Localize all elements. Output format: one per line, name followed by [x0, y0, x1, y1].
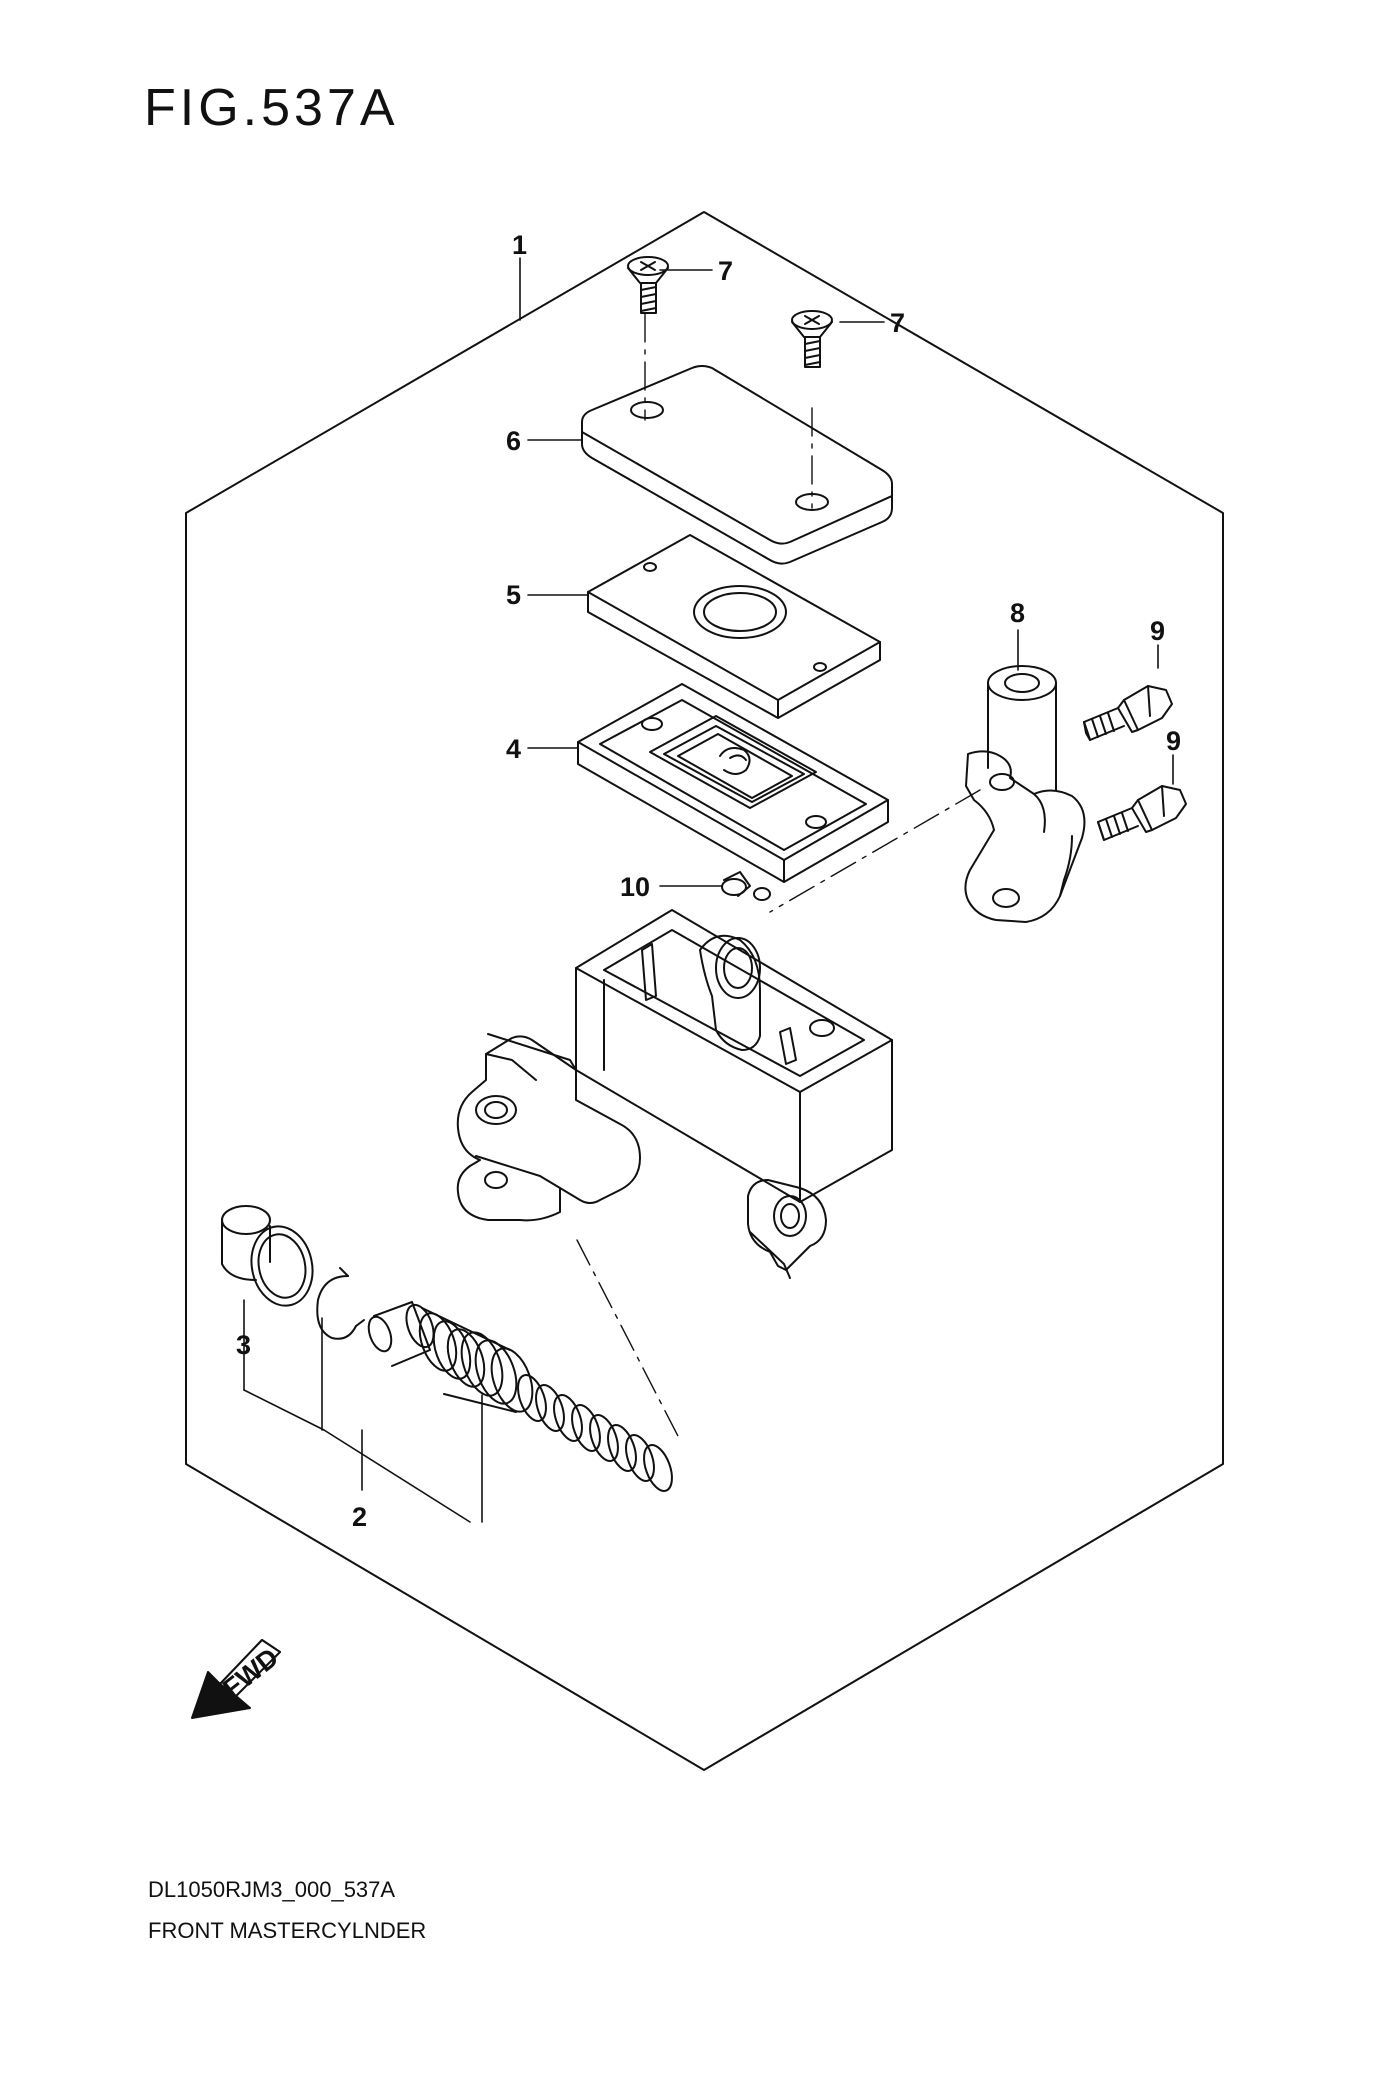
callout-5: 5 — [506, 580, 521, 610]
screw-part-7-right — [791, 310, 833, 368]
callout-1: 1 — [512, 230, 527, 260]
bolt-part-9-lower — [1097, 785, 1187, 841]
screw-part-7-left — [627, 256, 669, 314]
callout-3: 3 — [236, 1330, 251, 1360]
callout-8: 8 — [1010, 598, 1025, 628]
piston-kit-part-2 — [316, 1267, 673, 1492]
callout-6: 6 — [506, 426, 521, 456]
clip-part-10 — [721, 871, 771, 901]
footer-diagram-name: FRONT MASTERCYLNDER — [148, 1918, 427, 1943]
figure-title: FIG.537A — [144, 79, 399, 137]
leader-lines — [243, 257, 1174, 1523]
boot-part-3 — [221, 1205, 314, 1307]
plate-part-5 — [587, 534, 881, 719]
callout-7-right: 7 — [890, 308, 905, 338]
callout-9-upper: 9 — [1150, 616, 1165, 646]
diaphragm-part-4 — [577, 683, 889, 883]
callout-10: 10 — [620, 872, 650, 902]
callout-4: 4 — [506, 734, 521, 764]
forward-arrow-icon — [191, 1639, 281, 1719]
callout-7-top: 7 — [718, 256, 733, 286]
assembly-boundary — [185, 211, 1224, 1771]
callout-2: 2 — [352, 1502, 367, 1532]
reservoir-cap-part-6 — [581, 365, 893, 565]
master-cylinder-body-part-1 — [456, 909, 893, 1279]
footer-diagram-code: DL1050RJM3_000_537A — [148, 1877, 396, 1902]
callout-9-lower: 9 — [1166, 726, 1181, 756]
bolt-part-9-upper — [1083, 685, 1173, 741]
holder-part-8 — [964, 665, 1086, 923]
